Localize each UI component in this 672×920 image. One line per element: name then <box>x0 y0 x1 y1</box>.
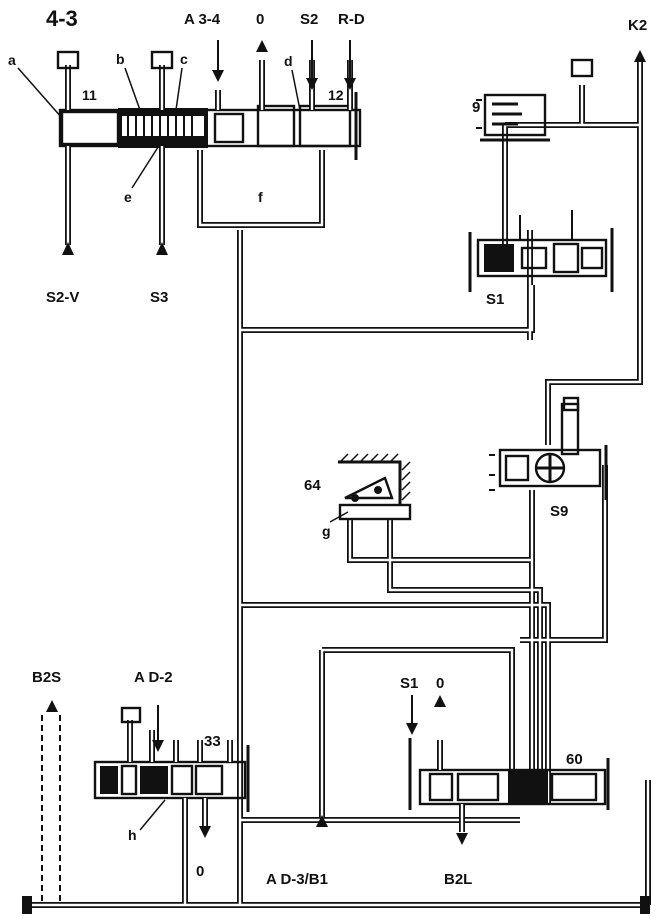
port-ad3b1: A D-3/B1 <box>266 871 328 888</box>
labels: 4-3 a b c d e f g h 11 12 9 33 60 64 S1 … <box>8 6 647 888</box>
port-k2: K2 <box>628 17 647 34</box>
label-60: 60 <box>566 751 583 768</box>
port-s1-right: S1 <box>400 675 418 692</box>
label-e: e <box>124 189 132 205</box>
port-s2-top: S2 <box>300 11 318 28</box>
label-a: a <box>8 52 16 68</box>
valve-s9 <box>489 396 608 500</box>
port-b2l: B2L <box>444 871 472 888</box>
pipe-network <box>22 60 651 914</box>
port-rd: R-D <box>338 11 365 28</box>
valve-64 <box>329 453 412 523</box>
valve-4-3 <box>17 40 362 255</box>
port-ad2: A D-2 <box>134 669 173 686</box>
port-o-bottom-left: 0 <box>196 863 204 880</box>
label-s9: S9 <box>550 503 568 520</box>
label-h: h <box>128 827 137 843</box>
label-b: b <box>116 51 125 67</box>
label-64: 64 <box>304 477 321 494</box>
valve-60 <box>316 50 646 845</box>
label-11: 11 <box>82 87 97 103</box>
port-o-right: 0 <box>436 675 444 692</box>
label-c: c <box>180 51 188 67</box>
label-9: 9 <box>472 99 480 116</box>
port-s2v: S2-V <box>46 289 79 306</box>
valve-s1-upper <box>468 210 614 292</box>
label-f: f <box>258 189 263 205</box>
label-s1-upper: S1 <box>486 291 504 308</box>
label-33: 33 <box>204 733 221 750</box>
port-s3: S3 <box>150 289 168 306</box>
valve-9 <box>476 58 594 142</box>
port-o-top: 0 <box>256 11 264 28</box>
label-12: 12 <box>328 87 344 103</box>
port-a34: A 3-4 <box>184 11 221 28</box>
valve-33 <box>46 700 250 838</box>
label-d: d <box>284 53 293 69</box>
diagram-title: 4-3 <box>46 6 78 31</box>
port-b2s: B2S <box>32 669 61 686</box>
label-g: g <box>322 523 331 539</box>
